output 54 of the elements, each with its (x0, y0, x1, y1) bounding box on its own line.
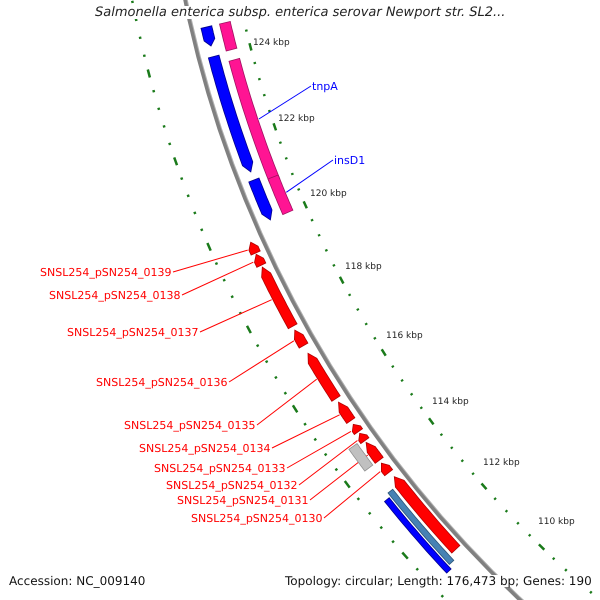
title: Salmonella enterica subsp. enterica serovar Newport str. SL2... (95, 6, 506, 19)
gene-bar (248, 177, 272, 221)
gene-bar (358, 432, 370, 444)
gene-label: SNSL254_pSN254_0137 (67, 326, 199, 338)
gene-label: SNSL254_pSN254_0134 (139, 442, 271, 454)
leader-line (182, 262, 254, 296)
leader-line (298, 440, 358, 486)
scale-label: 110 kbp (538, 518, 575, 527)
scale-label: 116 kbp (386, 332, 423, 341)
gene-label: SNSL254_pSN254_0131 (177, 494, 309, 506)
gene-bar (352, 424, 364, 436)
footer-text: Accession: NC_009140 (9, 575, 146, 587)
gene-bar (308, 352, 341, 402)
gene-label: SNSL254_pSN254_0132 (166, 480, 298, 490)
gene-label: SNSL254_pSN254_0136 (96, 376, 228, 388)
scale-label: 112 kbp (483, 459, 520, 468)
gene-label: SNSL254_pSN254_0138 (49, 290, 181, 300)
gene-label: SNSL254_pSN254_0139 (40, 266, 172, 278)
scale-label: 124 kbp (253, 39, 290, 48)
footer-text: Topology: circular; Length: 176,473 bp; Genes: 190 (285, 575, 592, 587)
leader-line (310, 454, 368, 500)
gene-bar (387, 488, 454, 565)
scale-label: 122 kbp (278, 115, 315, 124)
gene-label: SNSL254_pSN254_0135 (124, 420, 256, 430)
gene-bar (394, 476, 460, 554)
gene-label: insD1 (334, 154, 366, 166)
leader-line (272, 414, 340, 448)
gene-bar (208, 54, 254, 173)
leader-line (200, 299, 272, 332)
gene-bar (261, 266, 298, 330)
scale-label: 120 kbp (310, 190, 347, 199)
leader-line (324, 471, 381, 518)
leader-line (172, 250, 248, 272)
scale-label: 118 kbp (345, 263, 382, 272)
scale-label: 114 kbp (432, 398, 469, 407)
leader-line (256, 378, 318, 426)
gene-label: SNSL254_pSN254_0130 (191, 512, 323, 524)
gene-label: SNSL254_pSN254_0133 (154, 462, 286, 474)
gene-bar (348, 442, 374, 472)
gene-bar (338, 402, 356, 424)
gene-label: tnpA (312, 80, 338, 92)
gene-bar (384, 497, 452, 574)
gene-bar (200, 25, 216, 47)
gene-bar (267, 174, 294, 216)
gene-bar (248, 242, 261, 256)
gene-bar (294, 330, 308, 349)
leader-line (286, 430, 352, 468)
leader-line (228, 340, 294, 382)
gene-bar (219, 21, 238, 52)
leader-line (258, 86, 312, 120)
gene-bar (254, 254, 266, 268)
leader-line (286, 160, 334, 193)
gene-bar (381, 462, 394, 476)
gene-bar (366, 442, 384, 464)
